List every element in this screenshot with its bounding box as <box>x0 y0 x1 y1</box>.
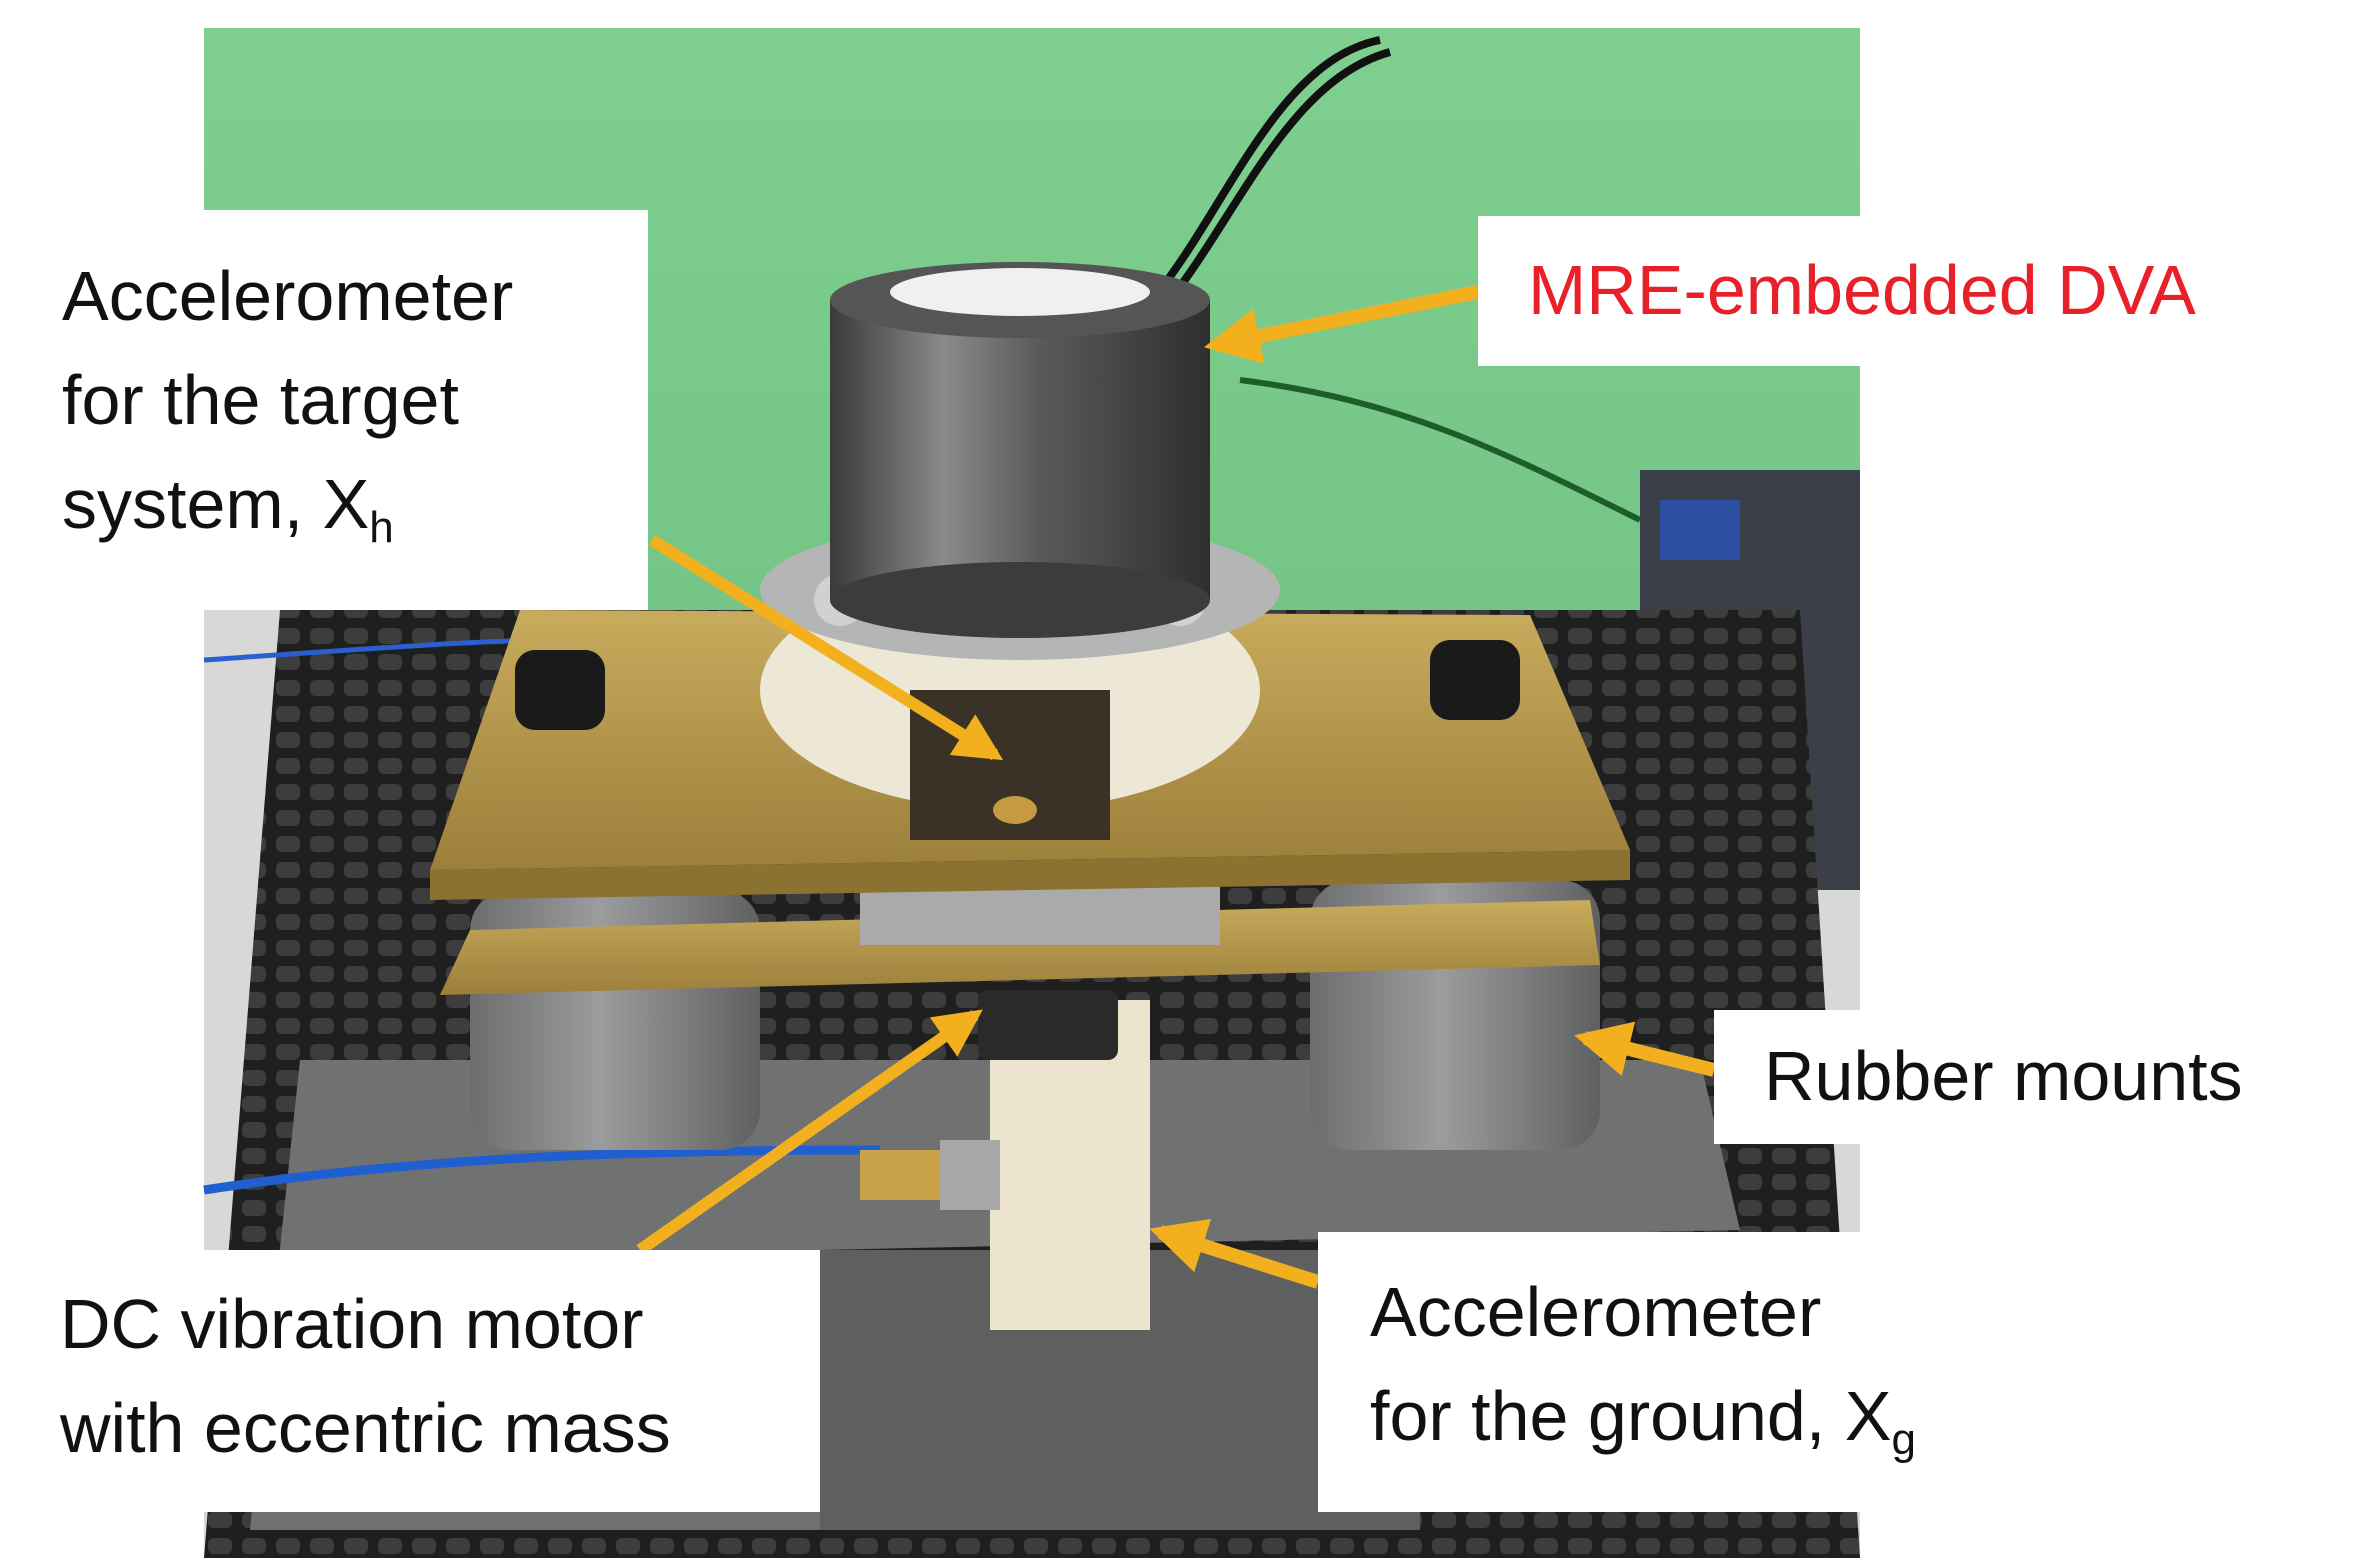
bolt-left <box>515 650 605 730</box>
wire <box>1156 36 1381 293</box>
arrow-rubber <box>1574 1021 1716 1077</box>
label-target-subscript: h <box>369 503 394 552</box>
label-dc-motor: DC vibration motor with eccentric mass <box>36 1250 820 1512</box>
arrow-ground <box>1149 1218 1321 1289</box>
label-rubber-mounts: Rubber mounts <box>1714 1010 2344 1144</box>
arrow-motor <box>636 1009 983 1255</box>
label-ground-accelerometer: Accelerometer for the ground, Xg <box>1318 1232 2018 1512</box>
label-target-accelerometer: Accelerometer for the target system, Xh <box>38 210 648 610</box>
vibration-motor <box>860 885 1220 945</box>
label-ground-line2: for the ground, X <box>1370 1377 1892 1455</box>
label-motor-line1: DC vibration motor <box>60 1285 644 1363</box>
label-target-line2: for the target <box>62 361 459 439</box>
label-ground-subscript: g <box>1891 1415 1916 1464</box>
label-mre-dva: MRE-embedded DVA <box>1478 216 2304 366</box>
arrow-target <box>648 534 1004 761</box>
bolt-right <box>1430 640 1520 720</box>
label-target-line3: system, X <box>62 465 370 543</box>
dva-cylinder <box>830 300 1210 600</box>
label-target-line1: Accelerometer <box>62 257 514 335</box>
arrow-dva <box>1204 285 1480 364</box>
label-ground-line1: Accelerometer <box>1370 1273 1822 1351</box>
lower-brass-plate <box>440 900 1600 995</box>
label-motor-line2: with eccentric mass <box>60 1389 671 1467</box>
label-rubber-text: Rubber mounts <box>1764 1037 2243 1115</box>
label-dva-text: MRE-embedded DVA <box>1528 251 2196 329</box>
